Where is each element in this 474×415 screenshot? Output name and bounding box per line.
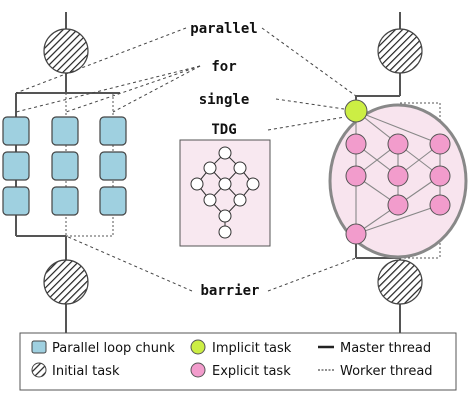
loop-chunk bbox=[51, 116, 79, 146]
legend-master-label: Master thread bbox=[340, 341, 431, 356]
label-parallel: parallel bbox=[190, 21, 257, 37]
tdg-node bbox=[203, 161, 217, 175]
tdg-node bbox=[203, 193, 217, 207]
legend-initial-swatch bbox=[31, 362, 47, 378]
legend-explicit-swatch bbox=[190, 362, 206, 378]
explicit-task bbox=[429, 165, 451, 187]
tdg-node bbox=[246, 177, 260, 191]
legend-explicit-label: Explicit task bbox=[212, 364, 291, 379]
explicit-task bbox=[387, 133, 409, 155]
loop-chunk bbox=[99, 116, 127, 146]
tdg-node bbox=[218, 225, 232, 239]
tdg-node bbox=[233, 193, 247, 207]
label-single: single bbox=[199, 92, 250, 108]
loop-chunk bbox=[51, 186, 79, 216]
right-parallel-single-diagram bbox=[328, 12, 468, 355]
leader-lines bbox=[15, 27, 357, 292]
legend-initial-label: Initial task bbox=[52, 364, 120, 379]
loop-chunk bbox=[51, 151, 79, 181]
tdg-node bbox=[218, 146, 232, 160]
legend-chunk-label: Parallel loop chunk bbox=[52, 341, 175, 356]
explicit-task bbox=[345, 133, 367, 155]
explicit-task bbox=[429, 194, 451, 216]
explicit-task bbox=[345, 165, 367, 187]
loop-chunk bbox=[99, 151, 127, 181]
right-initial-task-bottom bbox=[377, 259, 423, 305]
right-initial-task-top bbox=[377, 28, 423, 74]
label-for: for bbox=[211, 59, 236, 75]
legend-chunk-swatch bbox=[31, 340, 47, 354]
explicit-task bbox=[387, 194, 409, 216]
left-initial-task-top bbox=[43, 28, 89, 74]
explicit-task bbox=[345, 223, 367, 245]
legend-implicit-swatch bbox=[190, 339, 206, 355]
explicit-task bbox=[387, 165, 409, 187]
loop-chunk bbox=[99, 186, 127, 216]
tdg-box bbox=[179, 139, 271, 247]
loop-chunk bbox=[2, 116, 30, 146]
legend-implicit-label: Implicit task bbox=[212, 341, 292, 356]
tdg-node bbox=[190, 177, 204, 191]
legend: Parallel loop chunk Initial task Implici… bbox=[19, 332, 457, 391]
tdg-node bbox=[233, 161, 247, 175]
loop-chunk bbox=[2, 151, 30, 181]
legend-worker-label: Worker thread bbox=[340, 364, 433, 379]
label-barrier: barrier bbox=[200, 283, 259, 299]
implicit-task bbox=[344, 99, 368, 123]
explicit-task bbox=[429, 133, 451, 155]
loop-chunk bbox=[2, 186, 30, 216]
legend-box bbox=[19, 332, 457, 391]
left-initial-task-bottom bbox=[43, 259, 89, 305]
tdg-node bbox=[218, 209, 232, 223]
tdg-node bbox=[218, 177, 232, 191]
left-parallel-for-diagram bbox=[2, 12, 127, 355]
label-tdg: TDG bbox=[211, 122, 236, 138]
